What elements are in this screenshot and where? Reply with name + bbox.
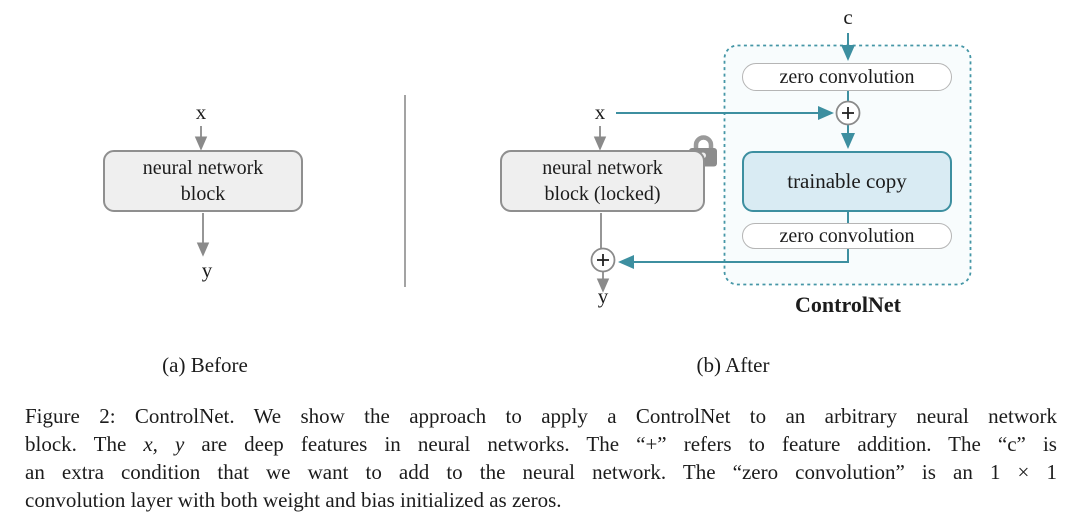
feature-addition-node-bottom — [590, 247, 616, 273]
caption-text: Figure 2: ControlNet. We show the approa… — [25, 404, 1057, 428]
panel-a-output-y-label: y — [201, 258, 213, 282]
caption-line: convolution layer with both weight and b… — [25, 486, 1057, 514]
controlnet-region-label: ControlNet — [795, 292, 901, 317]
panel-b-zero-convolution-bottom: zero convolution — [742, 223, 952, 249]
figure-caption: Figure 2: ControlNet. We show the approa… — [25, 402, 1057, 514]
feature-addition-node-top — [835, 100, 861, 126]
caption-line: block. The x, y are deep features in neu… — [25, 430, 1057, 458]
caption-math-text: x, y — [143, 432, 185, 456]
panel-b-output-y-label: y — [597, 284, 609, 308]
caption-text: block. The — [25, 432, 144, 456]
panel-b-input-x-label: x — [594, 100, 606, 124]
plus-icon — [842, 107, 854, 119]
caption-text: an extra condition that we want to add t… — [25, 460, 1057, 484]
caption-text: convolution layer with both weight and b… — [25, 488, 562, 512]
panel-b-locked-block: neural network block (locked) — [500, 150, 705, 212]
panel-b-condition-c-label: c — [843, 5, 853, 29]
plus-icon — [597, 254, 609, 266]
caption-line: an extra condition that we want to add t… — [25, 458, 1057, 486]
panel-b-caption: (b) After — [696, 353, 770, 377]
caption-text: are deep features in neural networks. Th… — [184, 432, 1057, 456]
panel-a-neural-network-block: neural network block — [103, 150, 303, 212]
caption-line: Figure 2: ControlNet. We show the approa… — [25, 402, 1057, 430]
arrow-zero-conv-to-output-plus — [618, 248, 849, 269]
panel-b-zero-convolution-top: zero convolution — [742, 63, 952, 91]
panel-b-trainable-copy: trainable copy — [742, 151, 952, 212]
panel-a-input-x-label: x — [195, 100, 207, 124]
panel-a-caption: (a) Before — [162, 353, 248, 377]
